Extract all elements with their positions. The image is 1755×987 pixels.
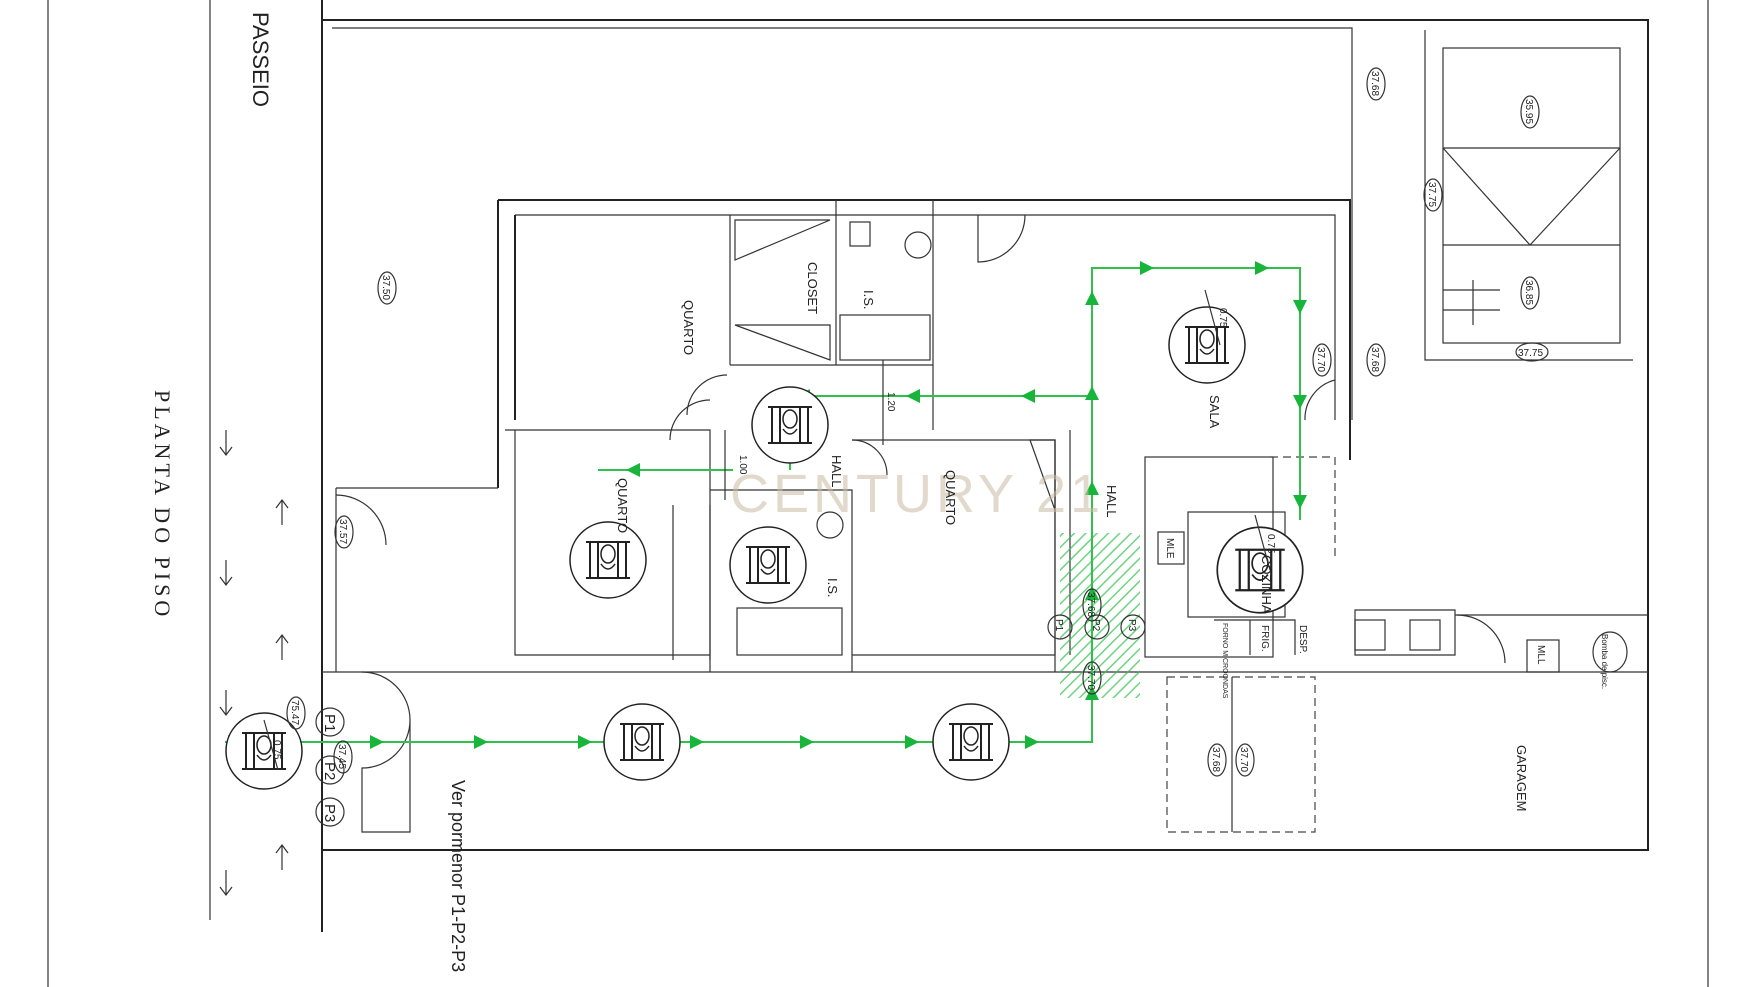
- fixture-bomba: Bomba de pisc.: [1600, 634, 1609, 689]
- dim-entry: 0.75: [271, 740, 282, 760]
- plan-title: PLANTA DO PISO: [150, 390, 175, 620]
- door-front-2: [361, 719, 411, 833]
- toilet-1: [849, 221, 871, 247]
- turning-circle-bath: [729, 526, 807, 604]
- room-quarto-3: QUARTO: [943, 470, 958, 525]
- door-pins: [315, 614, 1146, 827]
- level-11: 37.75: [1518, 348, 1543, 359]
- closet-shelf-2: [734, 324, 831, 361]
- washer: [1354, 619, 1386, 651]
- dim-sala: 0.75: [1217, 308, 1228, 328]
- level-10: 36.85: [1523, 280, 1534, 305]
- closet-shelf: [734, 219, 831, 261]
- room-closet: CLOSET: [805, 262, 820, 314]
- turning-circle-hall: [751, 386, 829, 464]
- mle-box: [1157, 531, 1185, 565]
- door-bedroom-2: [686, 374, 728, 416]
- door-sala: [1304, 379, 1336, 421]
- level-5: 37.68: [1369, 71, 1380, 96]
- level-8: 37.68: [1369, 347, 1380, 372]
- pump-box: [1592, 631, 1628, 673]
- dim-hall: 1.20: [885, 392, 896, 412]
- bathtub: [736, 607, 843, 656]
- house-top-inner: [515, 214, 1336, 420]
- door-pin-p1b: P1: [1053, 619, 1064, 632]
- pool-stairs: [1442, 147, 1621, 246]
- door-pin-p2: P2: [321, 762, 338, 780]
- level-6: 37.75: [1426, 182, 1437, 207]
- house-left-wall: [497, 200, 516, 488]
- room-hall-1: HALL: [829, 455, 844, 488]
- turning-circle-corridor-2: [932, 703, 1010, 781]
- room-is-2: I.S.: [825, 578, 840, 598]
- lot-inner: [332, 27, 1353, 420]
- fixture-mle: MLE: [1164, 538, 1175, 559]
- watermark: CENTURY 21: [730, 464, 1104, 524]
- kitchen-dashed: [1270, 456, 1336, 560]
- laundry-sink: [1409, 619, 1441, 651]
- level-12: 37.70: [1238, 747, 1249, 772]
- level-1: 37.50: [380, 275, 391, 300]
- turning-circle-corridor-1: [603, 703, 681, 781]
- level-15: 37.70: [1085, 665, 1096, 690]
- door-hall: [669, 399, 711, 441]
- wardrobe-3: [1029, 439, 1056, 511]
- level-14: 37.68: [1085, 592, 1096, 617]
- mll-box: [1526, 639, 1560, 673]
- pool-steps: [1443, 280, 1500, 325]
- entry-wall: [335, 487, 498, 672]
- street-arrows: [219, 430, 289, 896]
- room-cozinha: COZINHA: [1259, 555, 1274, 614]
- level-bubbles: [286, 67, 1549, 777]
- door-pin-p1: P1: [321, 714, 338, 732]
- parking-1: [1166, 676, 1316, 833]
- dim-door: 1.00: [737, 455, 748, 475]
- door-bedroom-3: [851, 439, 888, 476]
- street-label: PASSEIO: [248, 12, 273, 107]
- level-13: 37.68: [1210, 747, 1221, 772]
- door-pin-p3: P3: [321, 804, 338, 822]
- door-pin-p2b: P2: [1090, 619, 1101, 632]
- sink-2: [816, 511, 844, 539]
- closet-walls: [729, 200, 934, 430]
- door-side: [335, 494, 387, 546]
- room-quarto-1: QUARTO: [681, 300, 696, 355]
- room-garagem: GARAGEM: [1514, 745, 1529, 811]
- dim-kitchen: 0.75: [1265, 534, 1276, 554]
- fixture-frig: FRIG.: [1259, 625, 1270, 652]
- kitchen-counter: [1214, 619, 1296, 655]
- detail-note: Ver pormenor P1-P2-P3: [448, 780, 468, 972]
- fixture-desp: DESP.: [1297, 625, 1308, 654]
- entry-door: [977, 214, 1026, 263]
- wardrobe-2: [672, 505, 711, 660]
- level-2: 37.57: [337, 519, 348, 544]
- level-9: 35.95: [1523, 99, 1534, 124]
- pool-block: [1424, 30, 1633, 361]
- house-top-wall: [498, 199, 1351, 460]
- fixture-mll: MLL: [1535, 645, 1546, 665]
- turning-circle-sala: [1168, 306, 1246, 384]
- shower-1: [839, 314, 931, 361]
- door-front-1: [361, 671, 411, 721]
- sink-1: [904, 231, 932, 259]
- level-4: 37.45: [336, 744, 347, 769]
- lot-boundary: [322, 19, 1649, 851]
- room-hall-2: HALL: [1104, 485, 1119, 518]
- room-is-1: I.S.: [861, 290, 876, 310]
- fixture-forno: FORNO MICROONDAS: [1221, 623, 1228, 699]
- door-garage: [1456, 614, 1506, 664]
- room-sala: SALA: [1207, 395, 1222, 429]
- turning-circle-bedroom: [569, 521, 647, 599]
- door-pin-p3b: P3: [1126, 619, 1137, 632]
- room-quarto-2: QUARTO: [615, 478, 630, 533]
- level-7: 37.70: [1315, 347, 1326, 372]
- dimension-lines: [263, 289, 1271, 771]
- level-3: 75.47: [289, 700, 300, 725]
